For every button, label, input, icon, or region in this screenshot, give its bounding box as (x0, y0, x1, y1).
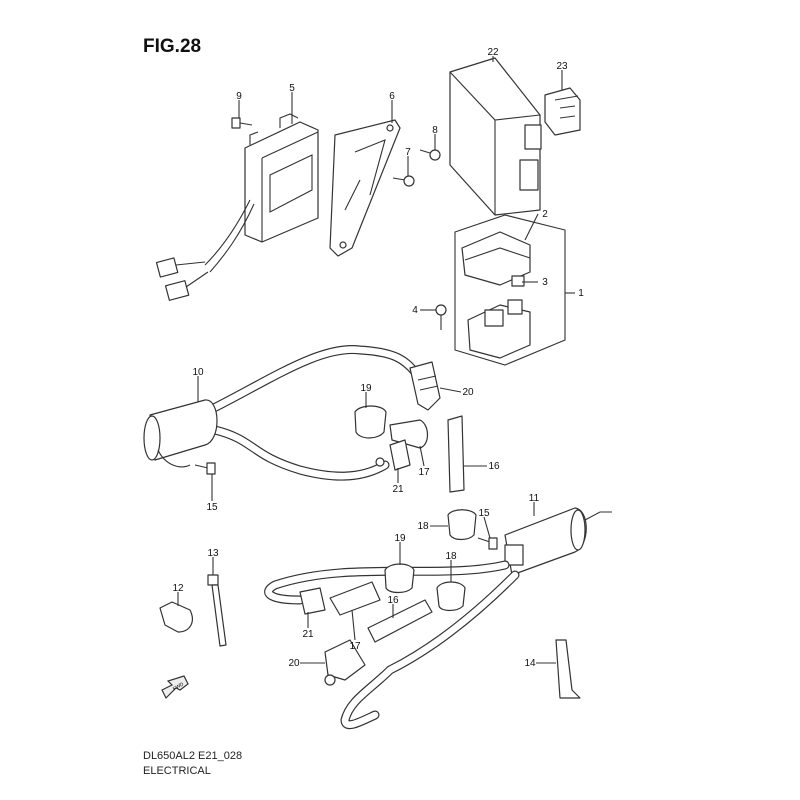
callout-18-rear: 18 (445, 551, 457, 562)
callout-4: 4 (412, 305, 418, 316)
part-clamp-12[interactable] (159, 601, 193, 633)
callout-20-rear: 20 (288, 658, 300, 669)
callout-13: 13 (207, 548, 219, 559)
callout-7: 7 (405, 147, 411, 158)
callout-16-rear: 16 (387, 595, 399, 606)
fwd-arrow-icon: FWD (161, 675, 189, 700)
part-seal-18-front[interactable] (447, 509, 477, 541)
leader-lines (177, 56, 575, 664)
part-ignition-coil-rear[interactable] (504, 507, 612, 576)
callouts: 9 5 6 8 7 22 23 2 3 1 4 10 19 20 16 17 2… (172, 47, 584, 669)
callout-15-rear: 15 (478, 508, 490, 519)
model-code: DL650AL2 E21_028 (143, 750, 243, 762)
callout-21: 21 (392, 484, 404, 495)
callout-2: 2 (542, 209, 548, 220)
callout-6: 6 (389, 91, 395, 102)
callout-9: 9 (236, 91, 242, 102)
part-screw-7[interactable] (392, 175, 415, 187)
part-tie-13[interactable] (207, 574, 227, 647)
callout-1: 1 (578, 288, 584, 299)
callout-23: 23 (556, 61, 568, 72)
part-seal-19-front[interactable] (354, 405, 387, 439)
callout-5: 5 (289, 83, 295, 94)
part-cap-16-front[interactable] (447, 415, 465, 493)
part-starter-relay-box[interactable] (454, 214, 566, 366)
part-bracket[interactable] (329, 119, 401, 257)
callout-3: 3 (542, 277, 548, 288)
fwd-label: FWD (172, 681, 185, 692)
callout-18: 18 (417, 521, 429, 532)
callout-12: 12 (172, 583, 184, 594)
part-regulator-rectifier[interactable] (155, 113, 319, 301)
callout-17-rear: 17 (349, 641, 361, 652)
section-name: ELECTRICAL (143, 765, 211, 777)
part-plug-cap-20-front[interactable] (409, 361, 441, 411)
callout-14: 14 (524, 658, 536, 669)
part-ecm[interactable] (449, 57, 542, 216)
part-ignition-coil-front[interactable] (143, 345, 420, 481)
part-clamp-14[interactable] (555, 639, 581, 699)
callout-17: 17 (418, 467, 430, 478)
callout-19-rear: 19 (394, 533, 406, 544)
callout-15: 15 (206, 502, 218, 513)
callout-22: 22 (487, 47, 499, 58)
part-bolt-15-front[interactable] (194, 462, 216, 475)
callout-20: 20 (462, 387, 474, 398)
part-connector-23[interactable] (544, 87, 581, 136)
callout-11: 11 (529, 493, 540, 504)
part-bolt-9[interactable] (231, 117, 253, 129)
callout-8: 8 (432, 125, 438, 136)
part-bolt-4[interactable] (435, 304, 447, 330)
part-screw-8[interactable] (419, 149, 441, 161)
callout-21-rear: 21 (302, 629, 314, 640)
callout-10: 10 (192, 367, 204, 378)
callout-19: 19 (360, 383, 372, 394)
figure-title: FIG.28 (143, 36, 202, 57)
part-bolt-15-rear[interactable] (477, 537, 498, 550)
part-rear-leads[interactable] (264, 560, 520, 730)
callout-16: 16 (488, 461, 500, 472)
part-cap-21-front[interactable] (375, 439, 411, 471)
